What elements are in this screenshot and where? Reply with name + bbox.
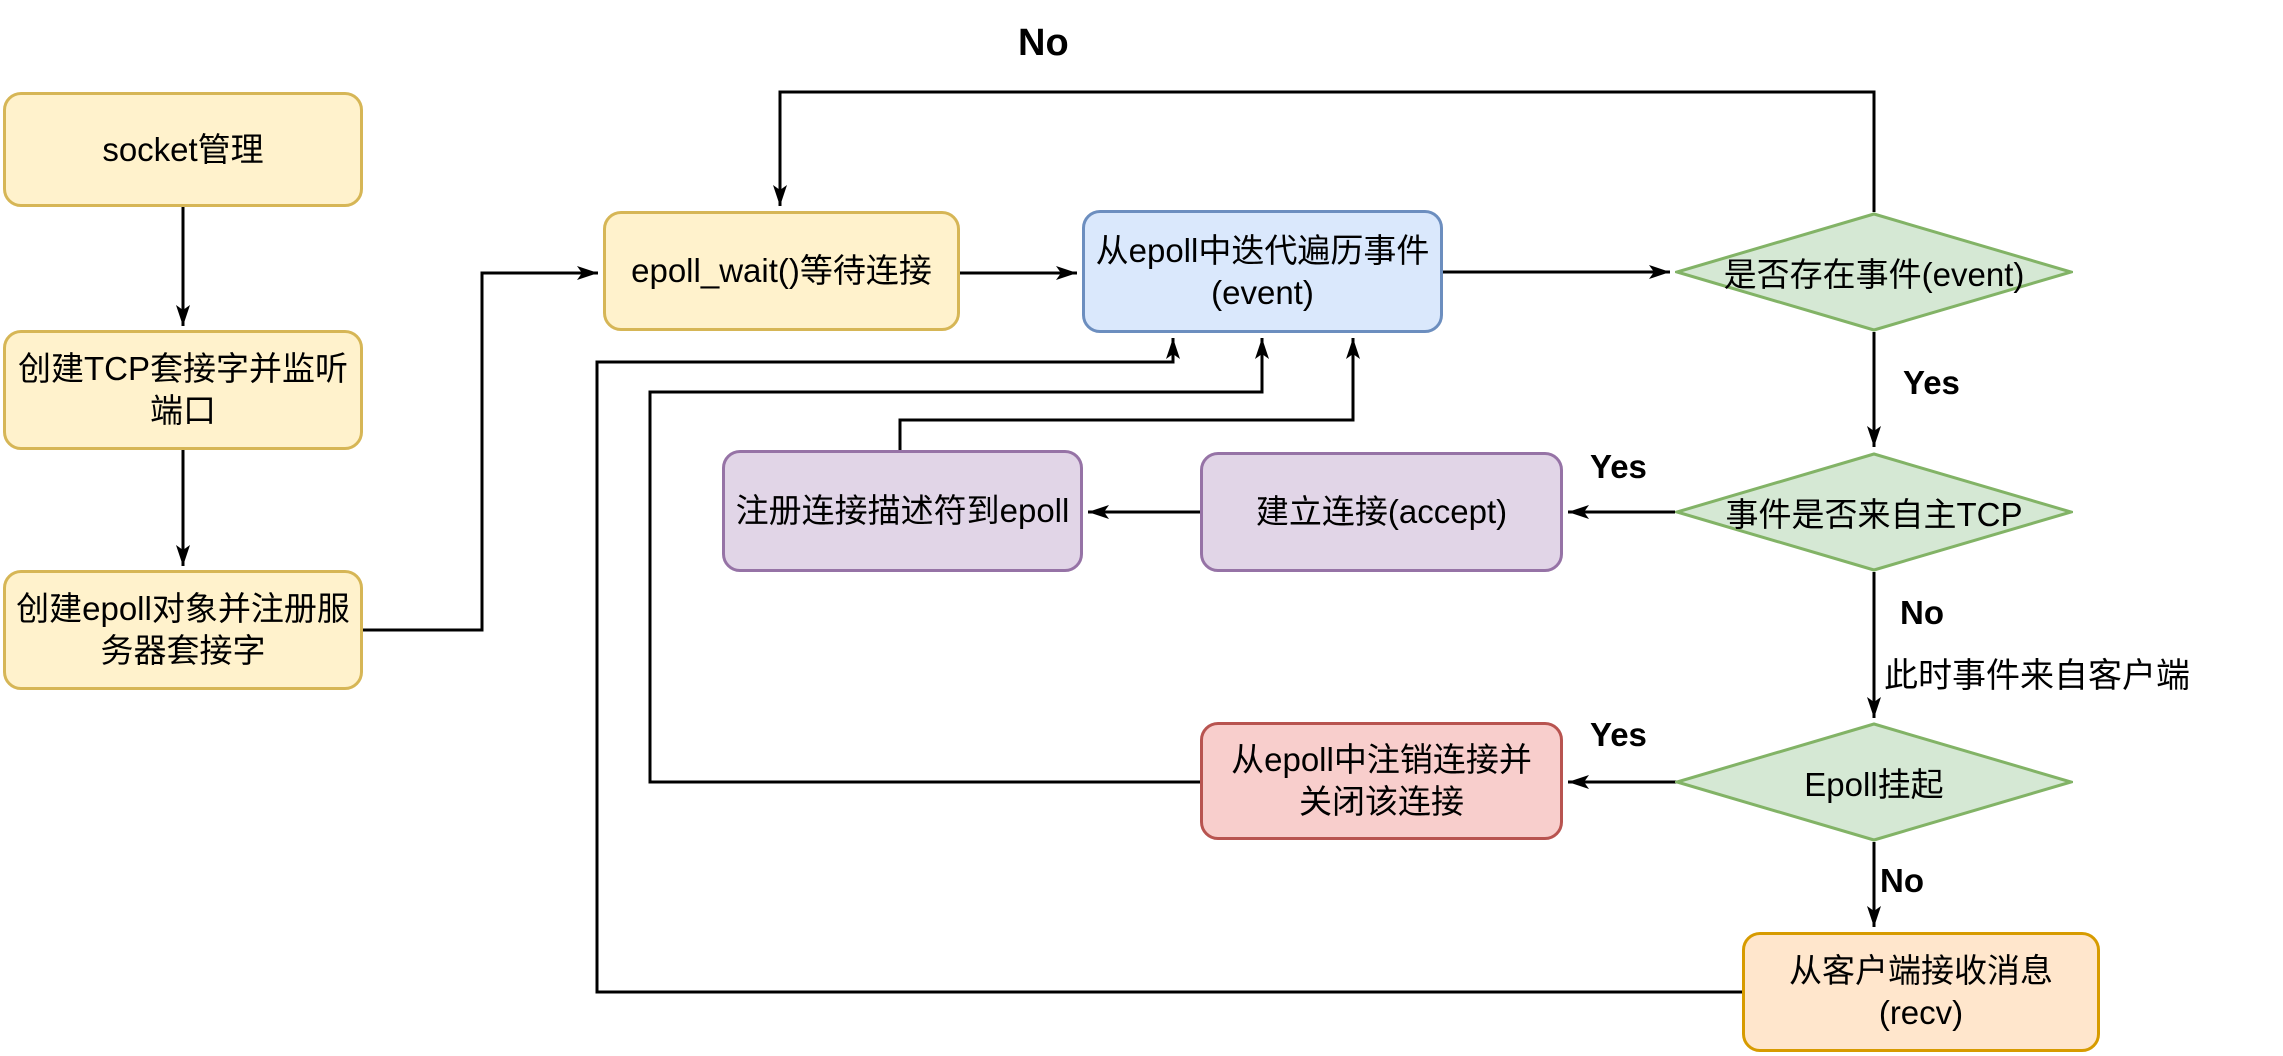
diamond-shape xyxy=(1675,212,2073,332)
node-socket: socket管理 xyxy=(3,92,363,207)
decision-from-tcp-label: 事件是否来自主TCP xyxy=(1725,496,2023,533)
node-accept: 建立连接(accept) xyxy=(1200,452,1563,572)
decision-epoll-hup-label: Epoll挂起 xyxy=(1804,766,1944,803)
edge-recv-to-iterate xyxy=(595,338,1742,994)
label-no-from-tcp: No xyxy=(1900,594,1944,631)
label-no-hup: No xyxy=(1880,862,1924,899)
node-unregister-close: 从epoll中注销连接并 关闭该连接 xyxy=(1200,722,1563,840)
label-yes-hup: Yes xyxy=(1590,716,1647,753)
decision-from-tcp: 事件是否来自主TCP xyxy=(1675,452,2073,572)
node-recv: 从客户端接收消息 (recv) xyxy=(1742,932,2100,1052)
edge-register-to-iterate xyxy=(898,338,1360,450)
diamond-shape xyxy=(1675,452,2073,572)
diamond-shape xyxy=(1675,722,2073,842)
edge-has-event-no-loop xyxy=(773,90,1876,212)
label-yes-has-event: Yes xyxy=(1903,364,1960,401)
edge-create-epoll-to-epoll-wait xyxy=(363,266,598,632)
node-create-epoll: 创建epoll对象并注册服 务器套接字 xyxy=(3,570,363,690)
decision-has-event-label: 是否存在事件(event) xyxy=(1723,256,2025,293)
label-no-loop: No xyxy=(1018,22,1069,64)
label-yes-from-tcp: Yes xyxy=(1590,448,1647,485)
node-register-fd: 注册连接描述符到epoll xyxy=(722,450,1083,572)
decision-has-event: 是否存在事件(event) xyxy=(1675,212,2073,332)
decision-epoll-hup: Epoll挂起 xyxy=(1675,722,2073,842)
node-epoll-wait: epoll_wait()等待连接 xyxy=(603,211,960,331)
node-iterate-events: 从epoll中迭代遍历事件 (event) xyxy=(1082,210,1443,333)
node-create-tcp: 创建TCP套接字并监听 端口 xyxy=(3,330,363,450)
edge-unregister-to-iterate xyxy=(648,338,1269,784)
label-note-client: 此时事件来自客户端 xyxy=(1884,657,2190,695)
